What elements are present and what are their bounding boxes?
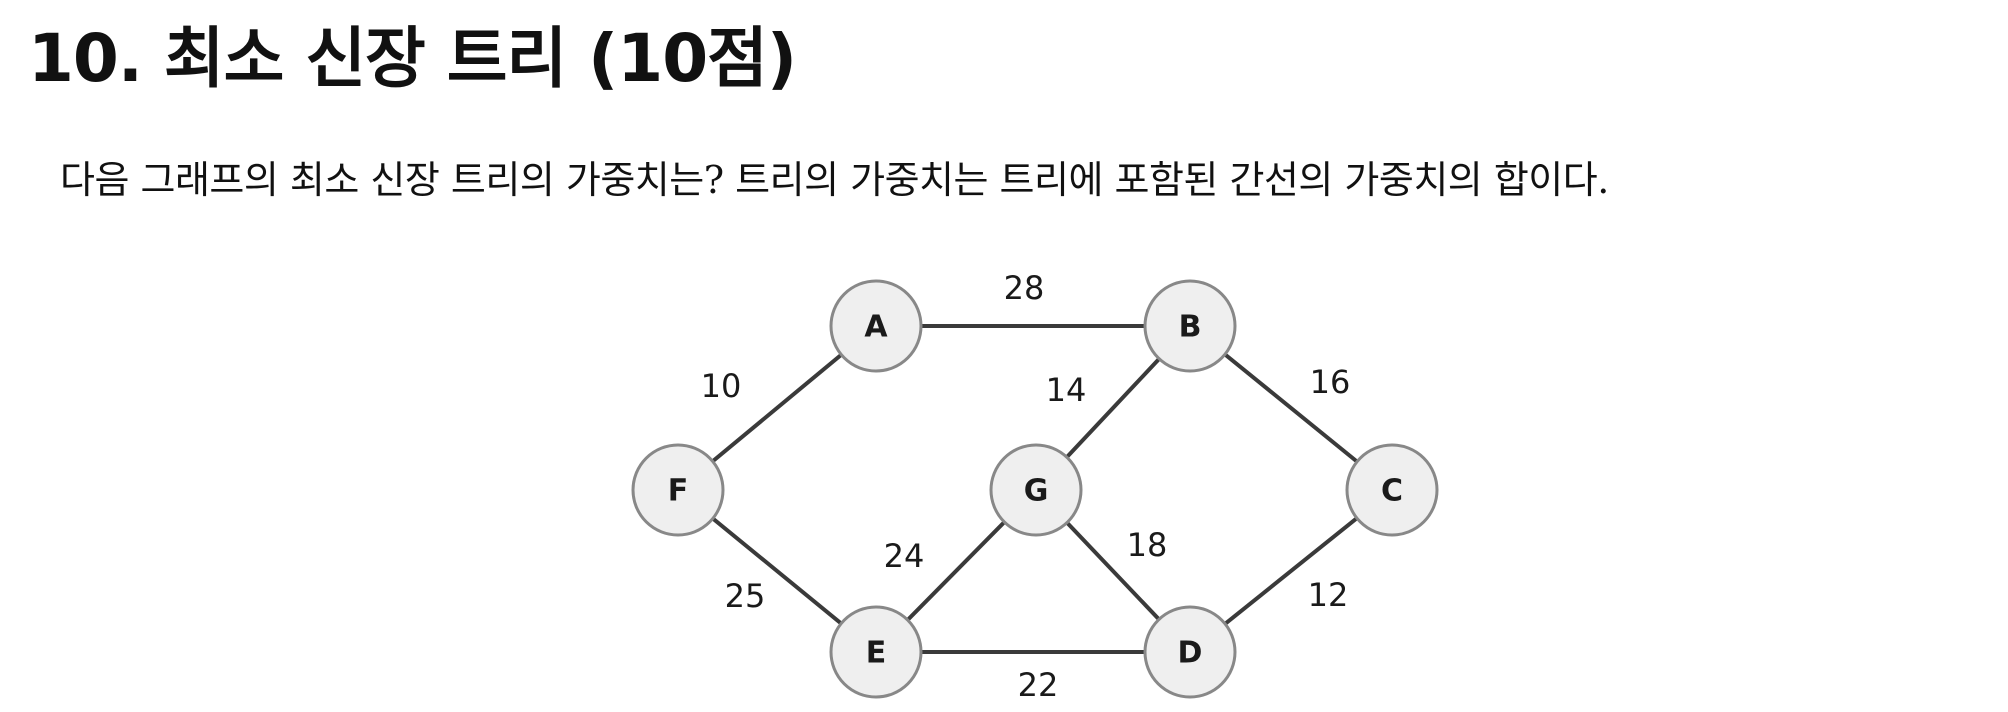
graph-edge-weights: 28 10 14 16 24 18 25 22 12 (701, 269, 1351, 704)
node-e: E (829, 605, 923, 699)
edge-weight-b-g: 14 (1046, 371, 1087, 409)
node-g: G (989, 443, 1083, 537)
edge-weight-a-b: 28 (1004, 269, 1045, 307)
node-circle (989, 443, 1083, 537)
node-d: D (1143, 605, 1237, 699)
edge-weight-f-e: 25 (725, 577, 766, 615)
node-circle (1143, 279, 1237, 373)
node-f: F (631, 443, 725, 537)
edge-weight-e-d: 22 (1018, 666, 1059, 704)
node-circle (829, 279, 923, 373)
node-label: F (668, 474, 689, 509)
node-circle (829, 605, 923, 699)
node-label: C (1381, 474, 1403, 509)
node-label: G (1024, 474, 1049, 509)
edge-weight-b-c: 16 (1310, 363, 1351, 401)
edge-weight-c-d: 12 (1308, 576, 1349, 614)
edge-weight-g-d: 18 (1127, 526, 1168, 564)
node-c: C (1345, 443, 1439, 537)
node-circle (1143, 605, 1237, 699)
edge-weight-a-f: 10 (701, 367, 742, 405)
node-b: B (1143, 279, 1237, 373)
node-circle (1345, 443, 1439, 537)
graph-nodes: A B C D E F G (631, 279, 1439, 699)
node-label: B (1179, 310, 1202, 345)
node-label: D (1178, 636, 1203, 671)
node-label: E (866, 636, 887, 671)
edge-weight-g-e: 24 (884, 537, 925, 575)
question-text: 다음 그래프의 최소 신장 트리의 가중치는? 트리의 가중치는 트리에 포함된… (60, 158, 1609, 202)
node-circle (631, 443, 725, 537)
node-a: A (829, 279, 923, 373)
node-label: A (864, 310, 888, 345)
problem-title: 10. 최소 신장 트리 (10점) (28, 20, 797, 97)
